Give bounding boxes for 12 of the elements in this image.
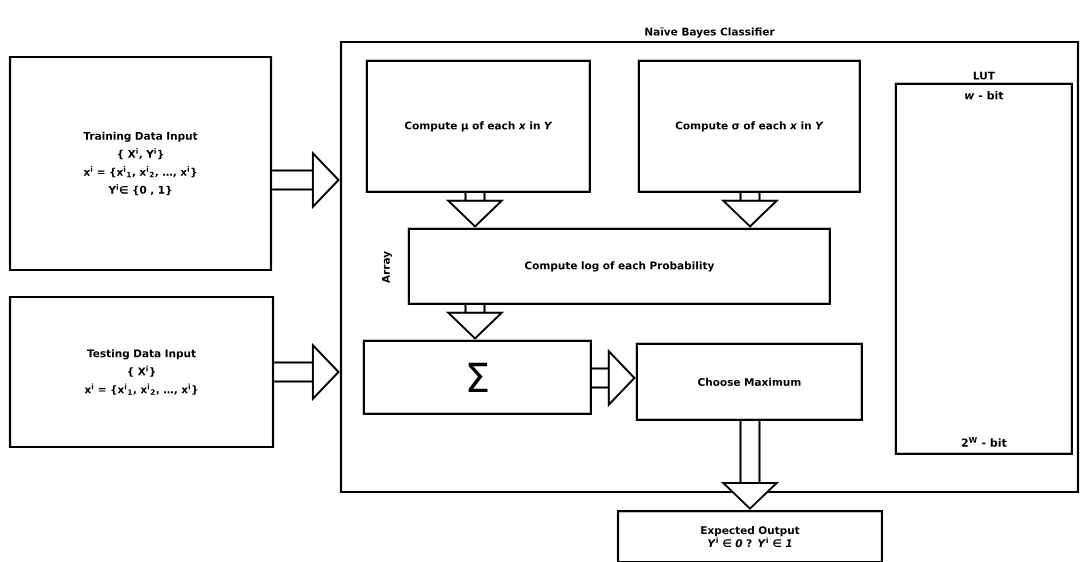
node-label: LUT — [973, 71, 995, 80]
input-box: Training Data Input { X$^{i}$, Y$^{i}$} x$^{i}$ = {x$^{i}$$_{1}$, x$^{i}$$_{2}$, …, x$^{i}$} Y$^{i}$∈ {0 , 1} — [8, 55, 273, 272]
sum-box: Σ — [362, 339, 592, 415]
process-box: Compute μ of each x in Y — [365, 59, 591, 193]
node-label: Naïve Bayes Classifier — [645, 27, 775, 38]
output-box: Expected Output Y$^{i}$ ∈ 0 ? Y$^{i}$ ∈ 1 — [616, 510, 884, 562]
process-box: Compute σ of each x in Y — [637, 59, 861, 193]
side-label: Array — [382, 251, 392, 283]
process-box: Compute log of each Probability — [407, 227, 831, 305]
process-box: Choose Maximum — [635, 342, 863, 421]
input-box: Testing Data Input { X$^{i}$} x$^{i}$ = {x$^{i}$$_{1}$, x$^{i}$$_{2}$, …, x$^{i}$} — [8, 295, 275, 449]
lookup-table-box: LUT w - bit 2$^{W}$ - bit — [894, 71, 1073, 455]
